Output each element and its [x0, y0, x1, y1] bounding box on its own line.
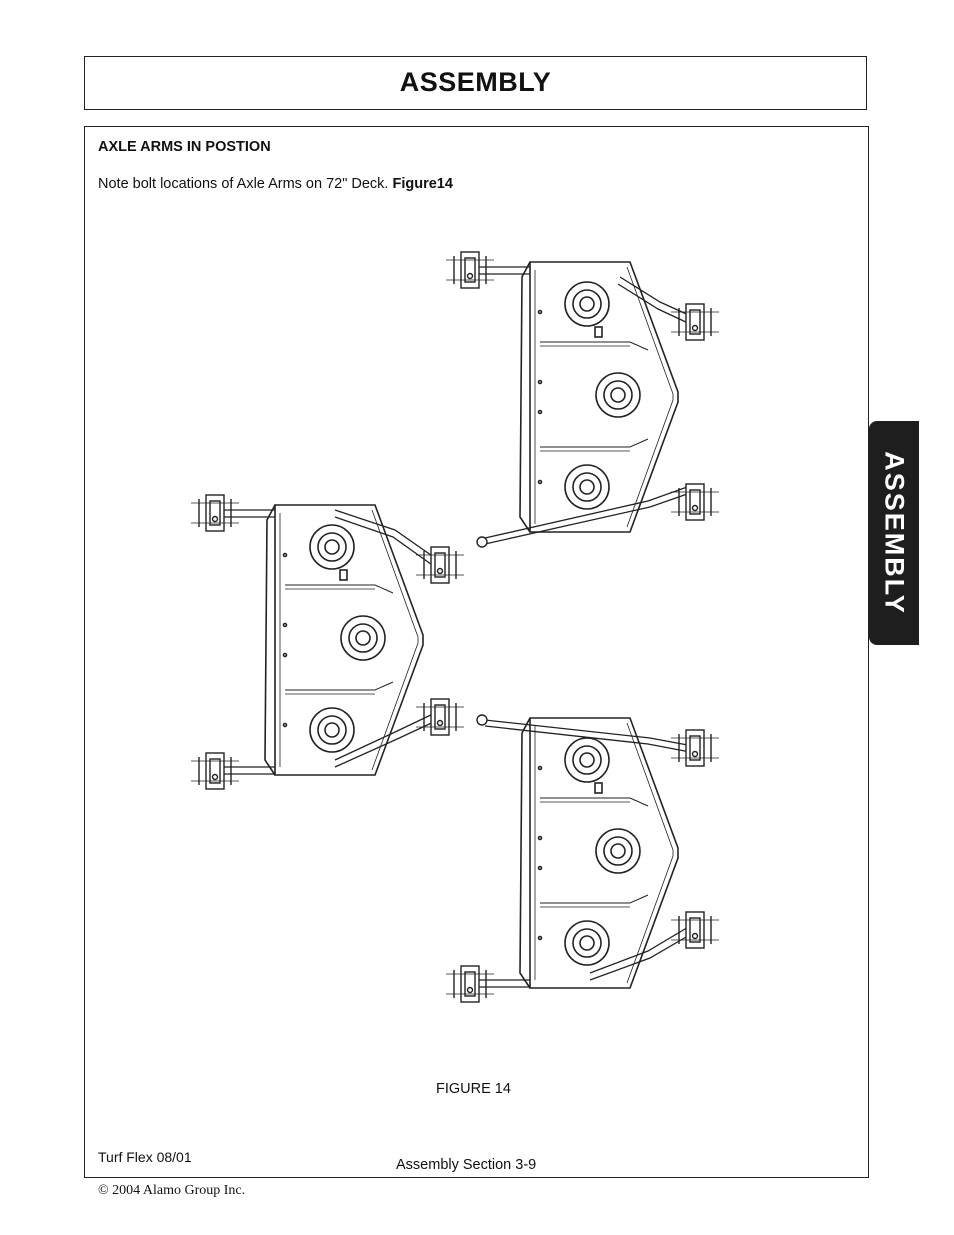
deck-lower-right [445, 714, 720, 1003]
note-paragraph: Note bolt locations of Axle Arms on 72" … [98, 176, 453, 192]
axle-arms-diagram [190, 251, 720, 1003]
deck-left [190, 494, 465, 790]
footer-page-number: Assembly Section 3-9 [396, 1157, 537, 1173]
figure-caption: FIGURE 14 [436, 1081, 511, 1097]
note-text: Note bolt locations of Axle Arms on 72" … [98, 176, 393, 192]
page-header: ASSEMBLY [84, 56, 867, 110]
content-frame [84, 126, 869, 1178]
footer-model-date: Turf Flex 08/01 [98, 1149, 192, 1165]
page-title: ASSEMBLY [399, 67, 552, 97]
section-heading: AXLE ARMS IN POSTION [98, 139, 271, 155]
copyright-notice: © 2004 Alamo Group Inc. [98, 1183, 246, 1198]
figure-reference: Figure14 [392, 176, 453, 192]
section-side-tab: ASSEMBLY [869, 421, 919, 645]
deck-upper-right [445, 251, 720, 548]
side-tab-label: ASSEMBLY [879, 451, 910, 615]
